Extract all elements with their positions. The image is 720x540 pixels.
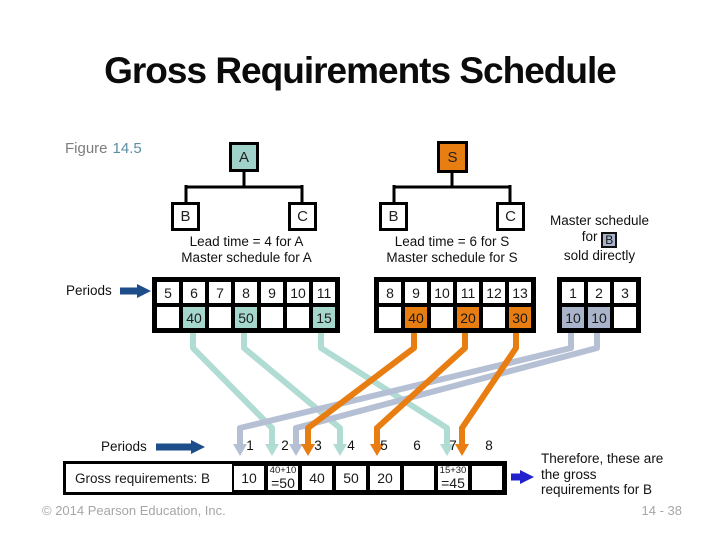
page-title: Gross Requirements Schedule [104,50,617,91]
table-s-value-cell: 30 [507,305,533,330]
gross-requirements-table: Gross requirements: B 10 40+10 =50 40 50… [63,461,507,495]
tree-s-lines [392,172,512,202]
table-a-period-cell: 9 [259,280,285,305]
table-a-value-cell [285,305,311,330]
copyright-text: © 2014 Pearson Education, Inc. [42,503,226,518]
master-schedule-s-note: Master schedule for S [386,249,518,265]
table-b-period-cell: 1 [560,280,586,305]
table-a-period-cell: 6 [181,280,207,305]
page-number: 14 - 38 [641,503,682,518]
tree-s-child-c-node: C [496,202,525,231]
connector-s20-to-period5 [370,330,468,456]
table-s-value-cell: 20 [455,305,481,330]
table-s-period-cell: 8 [377,280,403,305]
gross-req-cell-5: 20 [368,464,402,492]
bottom-period-number: 4 [347,438,355,453]
table-a-value-cell: 40 [181,305,207,330]
gross-req-cell-4: 50 [334,464,368,492]
master-schedule-table-a: 5 6 7 8 9 10 11 40 50 15 [152,277,340,333]
table-a-value-cell [207,305,233,330]
table-a-value-cell: 50 [233,305,259,330]
bottom-period-number: 8 [485,438,493,453]
table-b-period-cell: 2 [586,280,612,305]
connector-s30-to-period7 [455,330,519,456]
table-b-value-cell: 10 [560,305,586,330]
lead-time-s-note: Lead time = 6 for S [394,234,510,249]
bottom-period-number: 1 [246,438,254,453]
gross-requirements-row-label: Gross requirements: B [66,464,232,492]
tree-a-child-b-node: B [171,202,200,231]
table-s-value-cell [429,305,455,330]
table-s-value-cell [377,305,403,330]
tree-s-notes: Lead time = 6 for S Master schedule for … [362,234,542,265]
master-schedule-table-b: 1 2 3 10 10 [557,277,641,333]
table-s-value-cell [481,305,507,330]
direct-b-line1: Master schedule [549,213,650,228]
table-a-period-cell: 5 [155,280,181,305]
table-a-period-cell: 11 [311,280,337,305]
table-a-value-cell: 15 [311,305,337,330]
direct-b-line2-prefix: for [581,228,598,244]
table-s-period-cell: 10 [429,280,455,305]
table-a-period-cell: 8 [233,280,259,305]
table-s-period-cell: 13 [507,280,533,305]
connector-a15-to-period7 [318,330,454,456]
tree-a-notes: Lead time = 4 for A Master schedule for … [154,234,339,265]
gross-req-cell-8 [470,464,504,492]
connector-b10-to-period2 [289,330,600,456]
gross-req-cell-2: 40+10 =50 [266,464,300,492]
bottom-period-number: 6 [413,438,421,453]
gross-req-cell-1: 10 [232,464,266,492]
table-b-value-cell [612,305,638,330]
connector-a50-to-period4 [241,330,347,456]
figure-label-prefix: Figure [65,140,108,157]
table-a-value-cell [155,305,181,330]
table-b-period-cell: 3 [612,280,638,305]
tree-s-root-node: S [437,141,468,173]
direct-b-line3: sold directly [563,248,636,264]
bottom-period-number: 3 [314,438,322,453]
periods-top-label: Periods [66,283,112,298]
tree-s-child-b-node: B [379,202,408,231]
bottom-period-number: 7 [449,438,457,453]
direct-b-chip: B [601,232,618,249]
table-b-value-cell: 10 [586,305,612,330]
connector-s40-to-period3 [301,330,417,456]
table-a-value-cell [259,305,285,330]
figure-number: 14.5 [112,140,142,157]
table-s-period-cell: 9 [403,280,429,305]
gross-req-cell-7: 15+30 =45 [436,464,470,492]
bottom-period-number: 5 [380,438,388,453]
table-s-period-cell: 11 [455,280,481,305]
direct-b-note: Master schedule for B sold directly [537,213,662,264]
master-schedule-table-s: 8 9 10 11 12 13 40 20 30 [374,277,536,333]
table-s-value-cell: 40 [403,305,429,330]
table-s-period-cell: 12 [481,280,507,305]
lead-time-a-note: Lead time = 4 for A [189,234,304,249]
table-a-period-cell: 10 [285,280,311,305]
connector-a40-to-period2 [190,330,279,456]
periods-bottom-label: Periods [101,439,147,454]
connector-b10-to-period1 [233,330,574,456]
gross-req-cell-6 [402,464,436,492]
bottom-period-number: 2 [281,438,289,453]
gross-req-cell-3: 40 [300,464,334,492]
tree-a-lines [184,171,304,202]
tree-a-root-node: A [229,142,259,172]
table-a-period-cell: 7 [207,280,233,305]
gross-requirements-note: Therefore, these are the gross requireme… [541,451,664,497]
master-schedule-a-note: Master schedule for A [181,249,312,265]
tree-a-child-c-node: C [288,202,317,231]
